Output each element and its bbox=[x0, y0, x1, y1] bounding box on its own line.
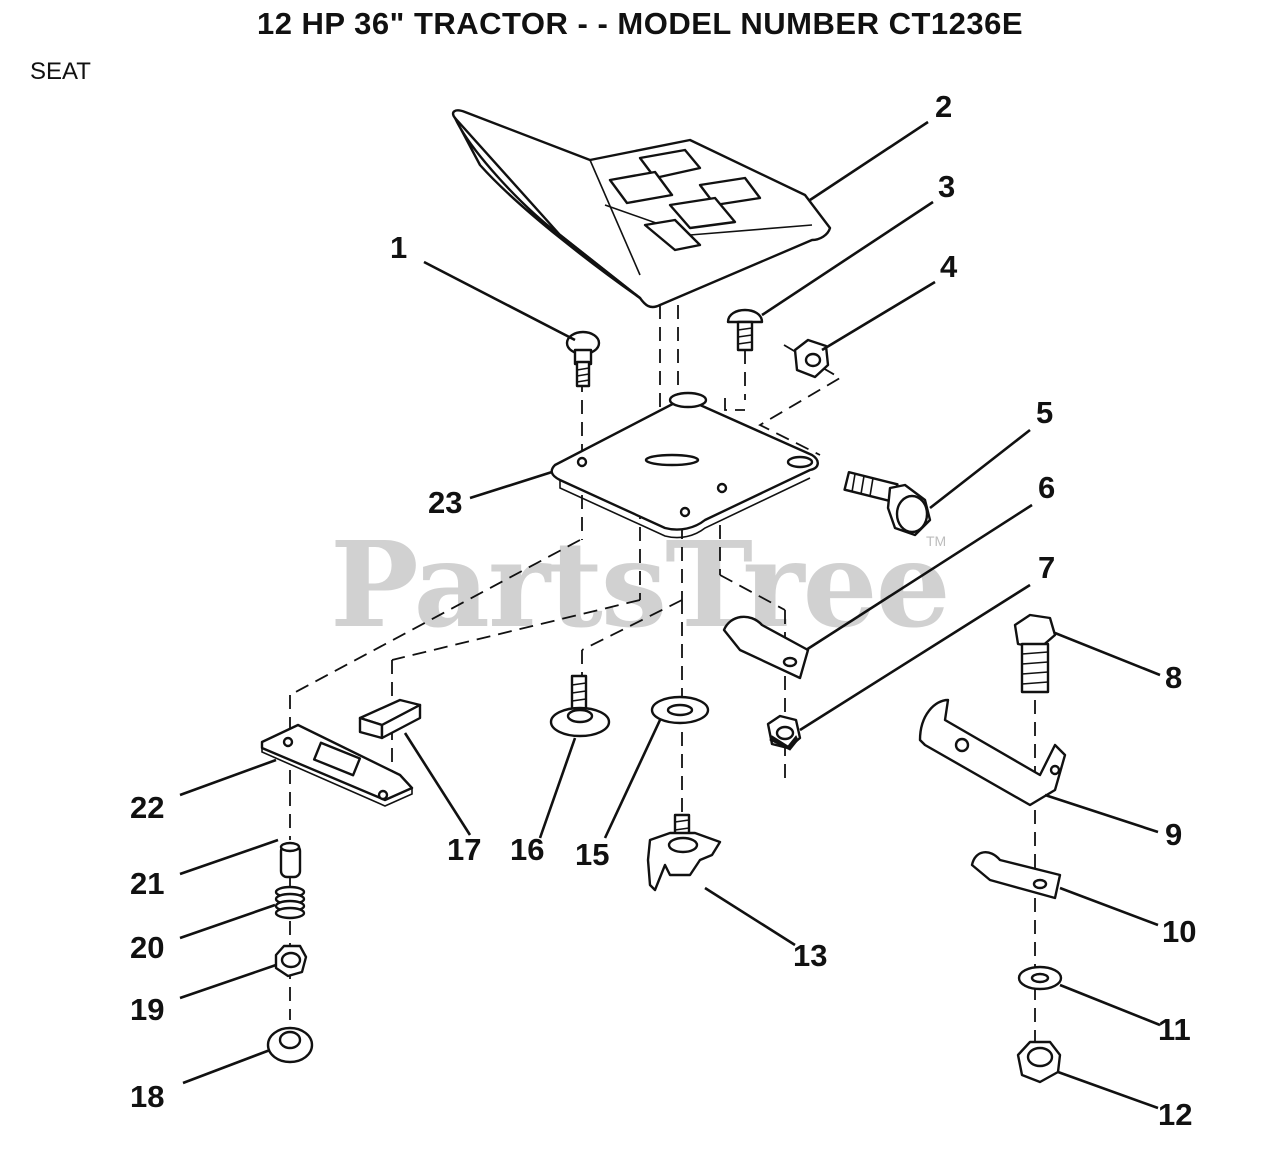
callout-18[interactable]: 18 bbox=[130, 1079, 164, 1114]
shoulder-bolt-part-16[interactable] bbox=[549, 674, 611, 738]
screw-part-3[interactable] bbox=[726, 308, 764, 352]
diagram-title: 12 HP 36" TRACTOR - - MODEL NUMBER CT123… bbox=[256, 6, 1024, 41]
hex-bolt-part-8[interactable] bbox=[1013, 613, 1057, 694]
hex-bolt-part-5[interactable] bbox=[843, 471, 932, 537]
lock-nut-part-7[interactable] bbox=[766, 714, 802, 751]
knob-part-13[interactable] bbox=[646, 813, 722, 892]
callout-5[interactable]: 5 bbox=[1036, 395, 1053, 430]
nut-part-19[interactable] bbox=[274, 944, 308, 978]
clip-part-10[interactable] bbox=[970, 851, 1062, 900]
section-label: SEAT bbox=[30, 58, 91, 85]
callout-8[interactable]: 8 bbox=[1165, 660, 1182, 695]
callout-10[interactable]: 10 bbox=[1162, 914, 1196, 949]
block-part-17[interactable] bbox=[358, 698, 422, 740]
callout-20[interactable]: 20 bbox=[130, 930, 164, 965]
callout-23[interactable]: 23 bbox=[428, 485, 462, 520]
clip-part-6[interactable] bbox=[722, 615, 810, 680]
callout-13[interactable]: 13 bbox=[793, 938, 827, 973]
callout-17[interactable]: 17 bbox=[447, 832, 481, 867]
nut-part-4[interactable] bbox=[793, 338, 830, 379]
watermark-trademark: TM bbox=[926, 533, 947, 549]
carriage-bolt-part-1[interactable] bbox=[565, 330, 601, 388]
seat-part-2[interactable] bbox=[451, 109, 832, 309]
bracket-part-9[interactable] bbox=[918, 698, 1067, 807]
latch-plate-part-22[interactable] bbox=[260, 723, 414, 807]
callout-12[interactable]: 12 bbox=[1158, 1097, 1192, 1132]
pin-part-21[interactable] bbox=[279, 841, 302, 879]
callout-6[interactable]: 6 bbox=[1038, 470, 1055, 505]
callout-7[interactable]: 7 bbox=[1038, 550, 1055, 585]
washer-part-11[interactable] bbox=[1017, 965, 1063, 991]
callout-16[interactable]: 16 bbox=[510, 832, 544, 867]
callout-19[interactable]: 19 bbox=[130, 992, 164, 1027]
callout-9[interactable]: 9 bbox=[1165, 817, 1182, 852]
callout-4[interactable]: 4 bbox=[940, 249, 958, 284]
leader-lines bbox=[179, 120, 1161, 1110]
nut-part-12[interactable] bbox=[1016, 1040, 1062, 1084]
callout-3[interactable]: 3 bbox=[938, 169, 955, 204]
callout-11[interactable]: 11 bbox=[1158, 1012, 1191, 1047]
spring-part-20[interactable] bbox=[274, 885, 306, 920]
washer-part-15[interactable] bbox=[650, 695, 710, 725]
callout-21[interactable]: 21 bbox=[130, 866, 164, 901]
callout-15[interactable]: 15 bbox=[575, 837, 609, 872]
callout-2[interactable]: 2 bbox=[935, 89, 952, 124]
seat-pan-part-23[interactable] bbox=[550, 391, 819, 539]
flange-nut-part-18[interactable] bbox=[266, 1026, 314, 1064]
callout-22[interactable]: 22 bbox=[130, 790, 164, 825]
callout-1[interactable]: 1 bbox=[390, 230, 407, 265]
